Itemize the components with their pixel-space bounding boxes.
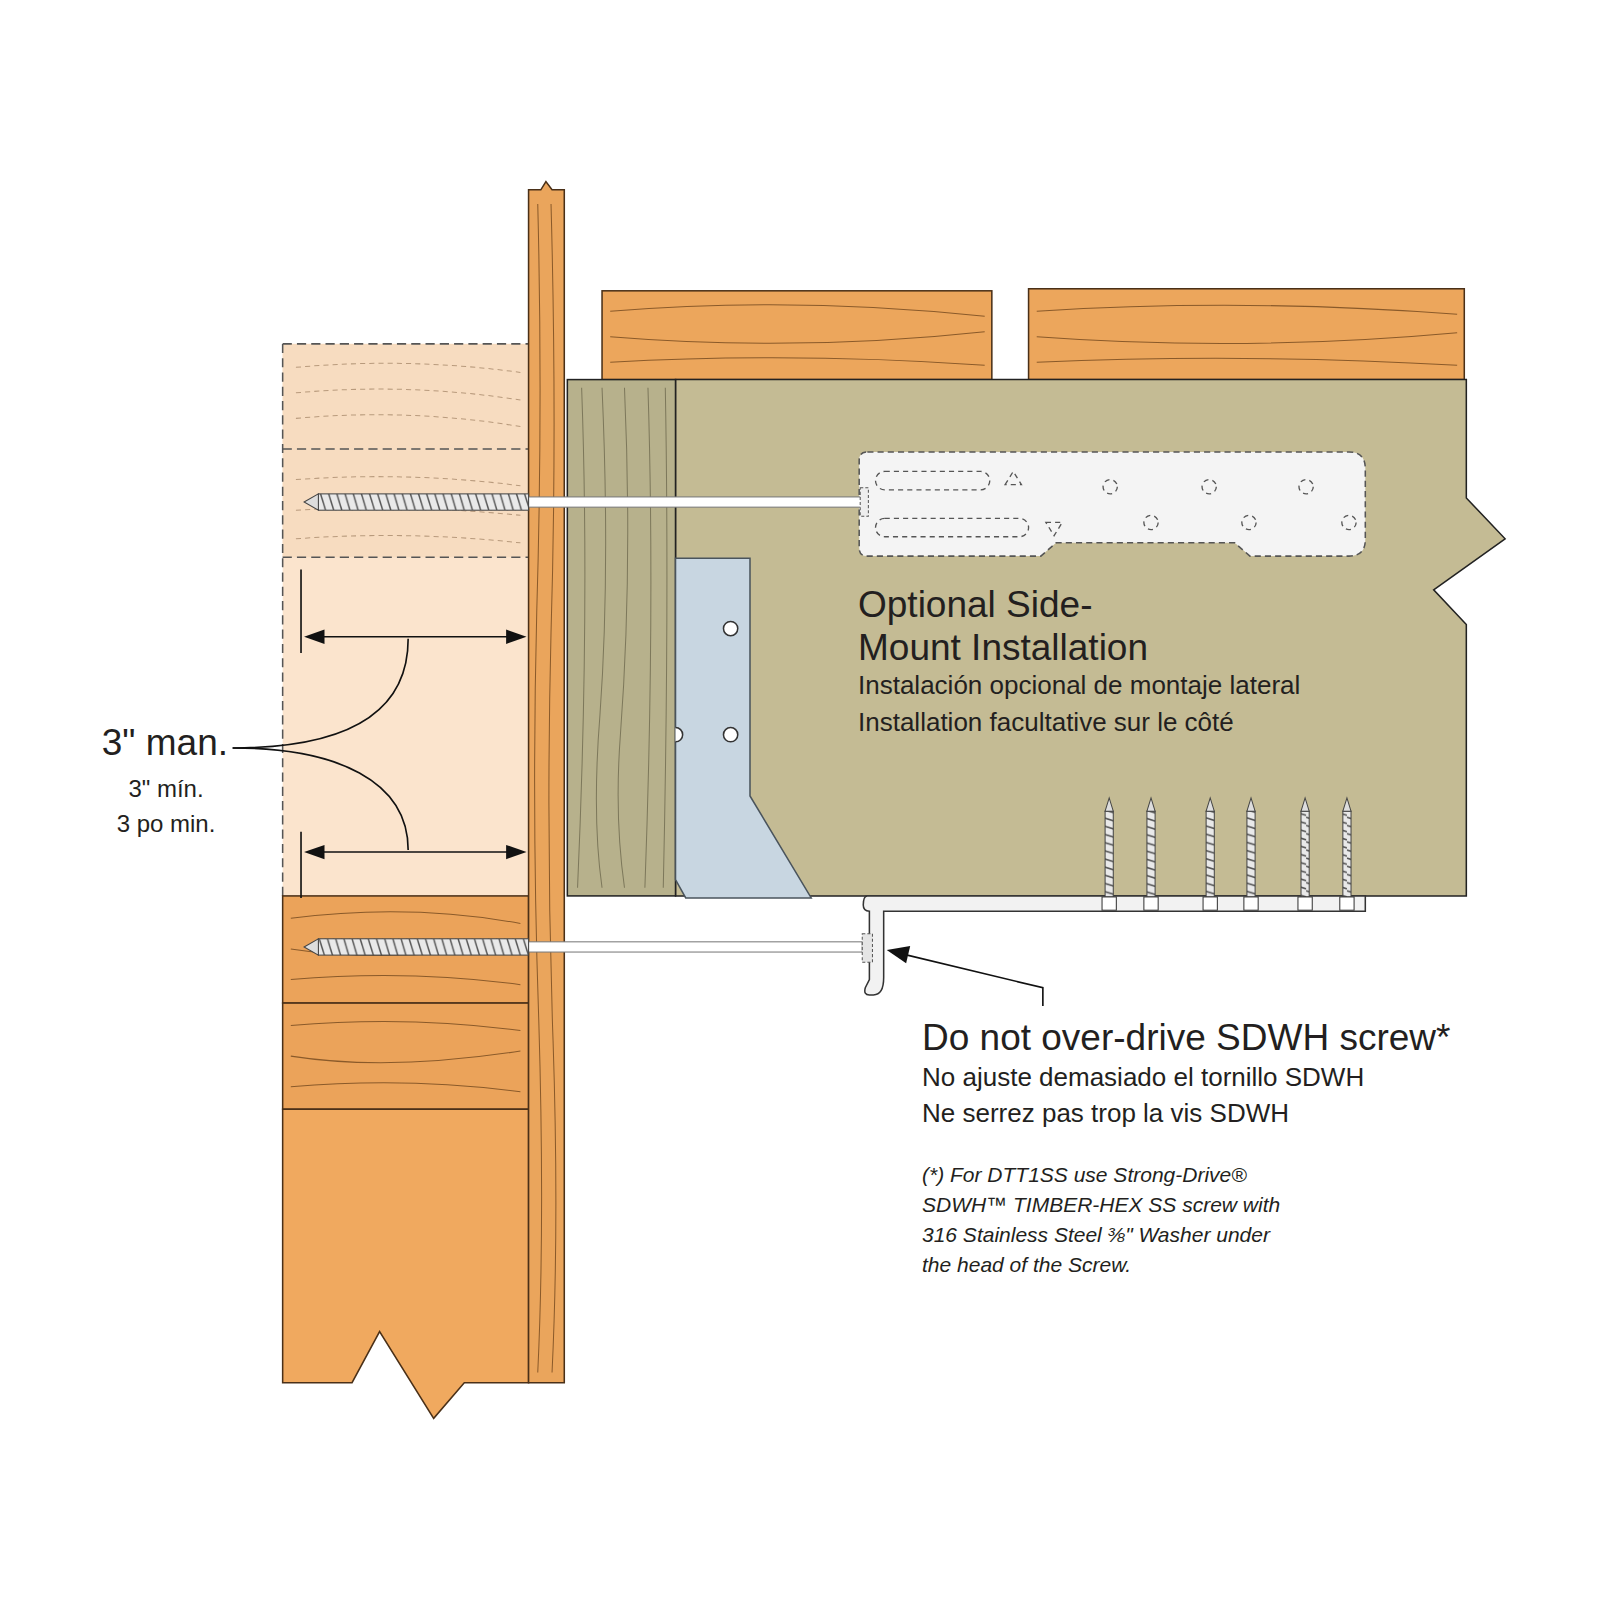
dimension-label: 3" mín. — [96, 775, 236, 803]
screw-thread — [318, 939, 528, 955]
warning-note: Do not over-drive SDWH screw* — [922, 1017, 1450, 1060]
screw-thread — [318, 494, 528, 510]
installation-subtitle: Installation facultative sur le côté — [858, 708, 1234, 738]
installation-subtitle: Instalación opcional de montaje lateral — [858, 671, 1300, 701]
warning-note: Ne serrez pas trop la vis SDWH — [922, 1099, 1289, 1129]
rim-board — [529, 182, 565, 1383]
warning-note: No ajuste demasiado el tornillo SDWH — [922, 1063, 1364, 1093]
installation-title: Optional Side- Mount Installation — [858, 584, 1198, 669]
top-plate — [283, 896, 529, 1003]
joist-hanger — [676, 558, 812, 898]
dimension-label: 3" man. — [40, 722, 228, 765]
joist — [676, 380, 1506, 896]
screw-shank — [529, 497, 864, 507]
screw-shank — [529, 942, 863, 952]
wall-pale-block — [283, 344, 529, 896]
deck-board — [1029, 289, 1465, 380]
top-plate — [283, 1003, 529, 1109]
deck-board — [602, 291, 992, 380]
footnote: (*) For DTT1SS use Strong-Drive® SDWH™ T… — [922, 1160, 1294, 1280]
dimension-label: 3 po min. — [96, 810, 236, 838]
ledger — [567, 380, 675, 896]
tension-tie — [859, 452, 1365, 556]
tension-tie-bottom — [863, 896, 1365, 995]
ledger-phantom — [283, 344, 529, 557]
wall-stud — [283, 1109, 529, 1418]
